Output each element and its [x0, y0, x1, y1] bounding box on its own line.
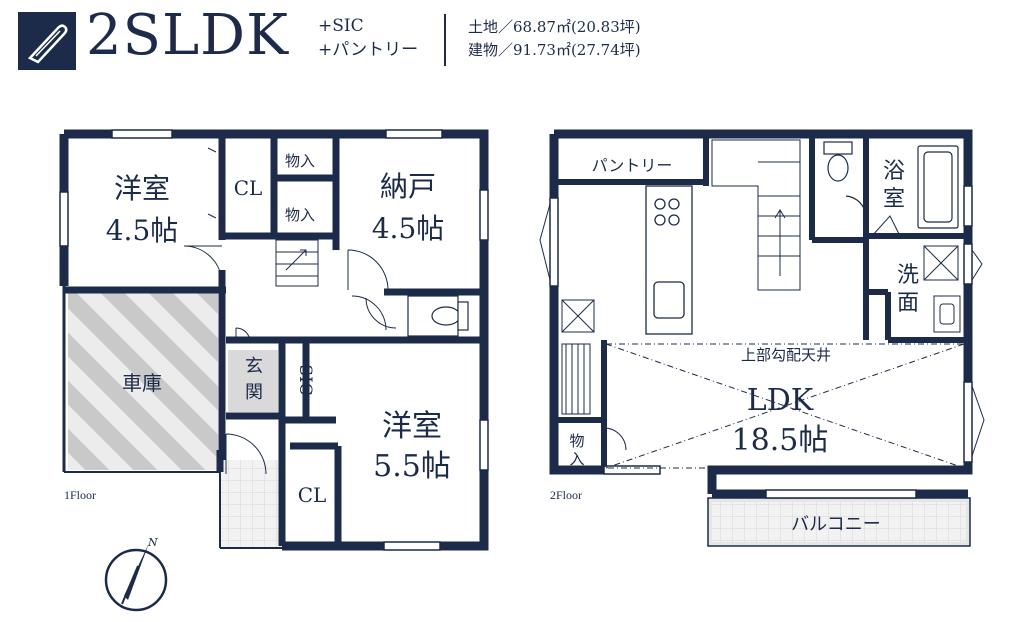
floor2-plan: パントリー 浴 室 洗 面 上部勾配天井 LDK 18.5帖 物 入 バルコニー… — [539, 129, 985, 547]
bathtub — [917, 145, 959, 229]
closet-room-size: 4.5帖 — [372, 212, 445, 245]
storage-top-2-label: 物入 — [285, 206, 315, 224]
western-room-b-size: 5.5帖 — [373, 449, 451, 484]
ldk-name: LDK — [747, 383, 814, 418]
storage-top-1-label: 物入 — [285, 152, 315, 170]
ceiling-note: 上部勾配天井 — [741, 346, 831, 364]
floor1-toilet — [407, 295, 469, 337]
header-divider — [444, 14, 446, 66]
floor2-interior-walls — [558, 134, 968, 473]
garage-label: 車庫 — [122, 371, 162, 395]
pencil-logo-icon — [18, 12, 76, 70]
svg-text:N: N — [147, 536, 158, 549]
floor2-stairs — [711, 139, 801, 291]
layout-extras: +SIC +パントリー — [318, 14, 418, 62]
floor1-interior-walls — [64, 134, 484, 546]
north-compass-icon: N — [104, 536, 168, 612]
pantry-label: パントリー — [592, 156, 673, 175]
washroom-fixtures — [561, 245, 961, 333]
extra-sic: +SIC — [318, 16, 364, 36]
sic-label: SIC — [295, 364, 315, 395]
extra-pantry: +パントリー — [318, 40, 419, 60]
floor1-stairs — [275, 239, 319, 287]
entrance-floor — [228, 350, 278, 412]
storage2-label-1: 物 — [569, 432, 584, 450]
western-room-a-name: 洋室 — [114, 172, 170, 205]
floor1-label: 1Floor — [64, 488, 96, 502]
balcony-tile — [712, 502, 966, 542]
closet-b-label: CL — [298, 483, 327, 507]
floor2-room-labels: パントリー 浴 室 洗 面 上部勾配天井 LDK 18.5帖 物 入 バルコニー… — [550, 156, 919, 535]
western-room-b-name: 洋室 — [382, 409, 442, 444]
floor1-plan: 洋室 4.5帖 CL 物入 物入 納戸 4.5帖 車庫 玄 関 SIC 洋室 5… — [59, 129, 489, 551]
porch-floor — [220, 460, 282, 548]
entrance-label-1: 玄 — [245, 356, 263, 377]
ldk-size: 18.5帖 — [732, 423, 829, 458]
floor1-doors — [183, 147, 397, 475]
kitchen-counter — [645, 185, 693, 335]
western-room-a-size: 4.5帖 — [106, 214, 179, 247]
floor2-hatch — [561, 343, 591, 415]
building-area: 建物／91.73㎡(27.74坪) — [468, 41, 641, 59]
sloped-ceiling-lines — [605, 343, 965, 469]
floor2-label: 2Floor — [550, 488, 582, 502]
floor2-windows — [549, 185, 973, 499]
wash-label-1: 洗 — [897, 263, 919, 288]
floor1-windows — [59, 129, 489, 551]
floor2-toilet — [823, 141, 867, 217]
storage2-label-2: 入 — [569, 450, 584, 468]
floor2-sashes — [539, 203, 985, 457]
garage-floor — [68, 292, 218, 470]
wash-label-2: 面 — [897, 291, 919, 316]
storage-door — [603, 427, 627, 451]
header: 2SLDK +SIC +パントリー 土地／68.87㎡(20.83坪) 建物／9… — [0, 0, 1014, 80]
layout-title: 2SLDK — [86, 3, 289, 68]
area-info: 土地／68.87㎡(20.83坪) 建物／91.73㎡(27.74坪) — [468, 16, 641, 62]
land-area: 土地／68.87㎡(20.83坪) — [468, 18, 641, 36]
closet-room-name: 納戸 — [380, 170, 436, 203]
bath-label-2: 室 — [883, 187, 905, 212]
entrance-label-2: 関 — [245, 382, 263, 403]
bath-door — [871, 215, 901, 237]
floor1-room-labels: 洋室 4.5帖 CL 物入 物入 納戸 4.5帖 車庫 玄 関 SIC 洋室 5… — [64, 152, 451, 507]
bath-label-1: 浴 — [883, 159, 905, 184]
balcony-label: バルコニー — [791, 514, 881, 535]
closet-a-label: CL — [234, 176, 263, 200]
